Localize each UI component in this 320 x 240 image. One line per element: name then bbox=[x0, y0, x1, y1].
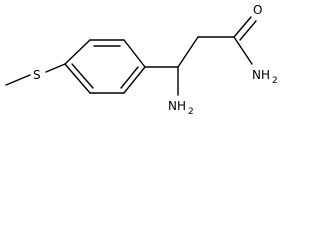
bond-ring-6 bbox=[64, 63, 91, 94]
bond-ring-double-right bbox=[120, 66, 139, 89]
bond-methyl-sulfur bbox=[5, 74, 31, 86]
bond-ring-3 bbox=[123, 39, 146, 68]
bond-ring-1 bbox=[64, 39, 91, 65]
bond-ring-double-left bbox=[71, 63, 94, 89]
oxygen-atom-label: O bbox=[253, 3, 262, 17]
bond-carbonyl-oxygen-a bbox=[233, 16, 252, 38]
amide-nitrogen-label: NH bbox=[252, 68, 270, 82]
bond-ring-4 bbox=[123, 66, 146, 94]
bond-carbonyl-amide-n bbox=[233, 36, 253, 65]
amine-nitrogen-label: NH bbox=[168, 99, 186, 113]
bond-carbonyl-oxygen-b bbox=[239, 20, 257, 41]
bond-sulfur-ring bbox=[45, 63, 66, 73]
sulfur-atom-label: S bbox=[33, 68, 41, 82]
molecule-structure: S O NH 2 NH 2 bbox=[5, 3, 278, 117]
amine-nitrogen-subscript: 2 bbox=[188, 107, 194, 117]
amide-nitrogen-subscript: 2 bbox=[272, 76, 278, 86]
bond-chiral-ch2 bbox=[177, 36, 199, 68]
structure-canvas: S O NH 2 NH 2 bbox=[0, 0, 286, 123]
